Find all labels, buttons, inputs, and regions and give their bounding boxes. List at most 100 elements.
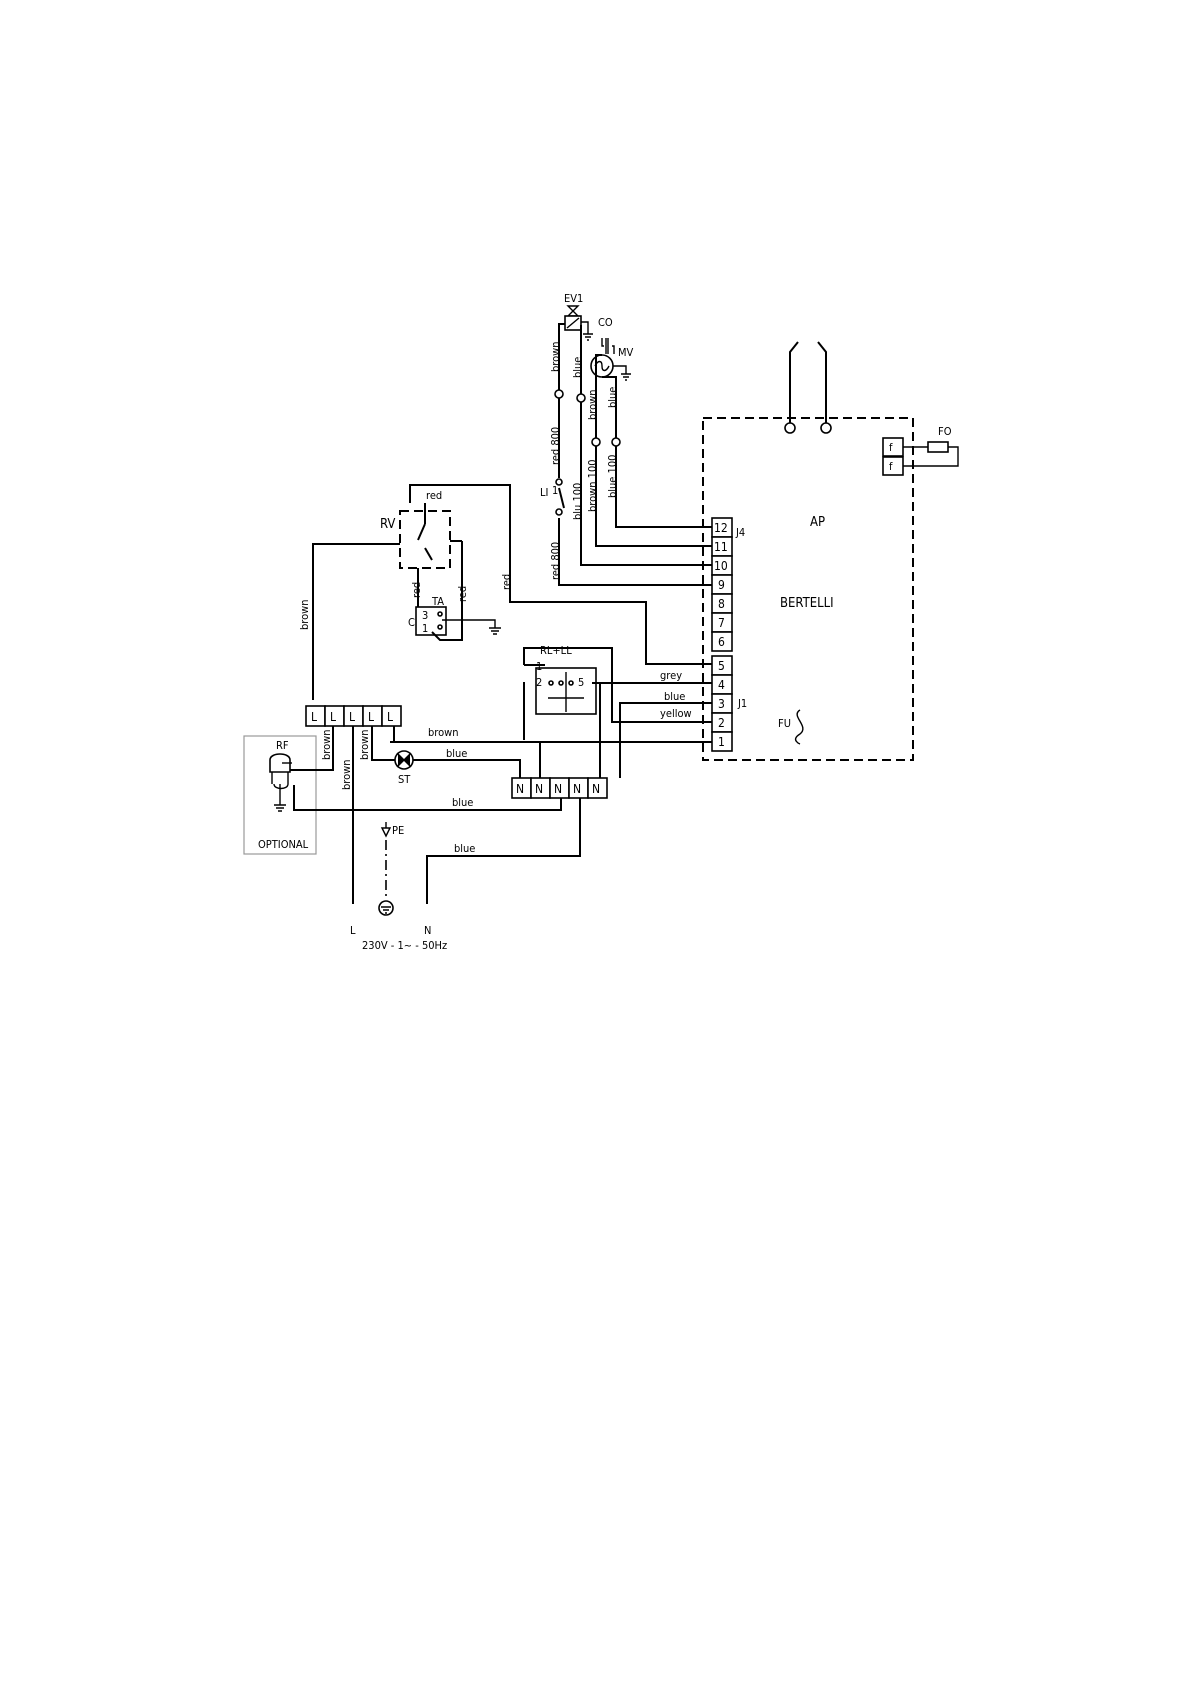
wire-label-red-800-lower: red 800: [549, 542, 562, 580]
wire-label-brown-l: brown: [340, 759, 353, 790]
svg-text:2: 2: [718, 716, 725, 730]
j1-terminal-strip: 5 4 3 2 1 J1: [711, 655, 747, 752]
svg-text:L: L: [387, 710, 393, 724]
rl-pin-1: 1: [536, 660, 542, 673]
wire-label-brown-mv: brown: [586, 389, 599, 420]
wire-label-brown-left: brown: [298, 599, 311, 630]
rl-pin-2: 2: [536, 676, 542, 689]
supply-label: 230V - 1~ - 50Hz: [362, 939, 447, 952]
rf-ground: [274, 784, 286, 812]
mv-blue-wire: [602, 376, 617, 438]
fo-terminal-2: [882, 456, 904, 476]
li-switch: [558, 487, 565, 528]
wire-label-red-right: red: [500, 574, 513, 590]
wire-label-red-top: red: [426, 489, 442, 502]
svg-text:8: 8: [718, 597, 725, 611]
wire-label-grey: grey: [660, 669, 682, 682]
l-terminal-strip: L L L L L: [305, 705, 402, 727]
fu-label: FU: [778, 717, 791, 730]
blue-100-wire: [615, 446, 712, 528]
optional-label: OPTIONAL: [258, 838, 309, 851]
ap-label: AP: [810, 515, 825, 530]
svg-text:L: L: [349, 710, 355, 724]
brown-100-wire: [595, 446, 712, 547]
rl-ll-label: RL+LL: [540, 644, 572, 657]
wire-label-blue-j1: blue: [664, 690, 685, 703]
wire-label-blue-st: blue: [446, 747, 467, 760]
red-wire-rv-ta-right: [431, 541, 463, 641]
ap-control-box: [702, 417, 914, 761]
wire-label-blue-rf: blue: [452, 796, 473, 809]
li-label: LI: [540, 486, 548, 499]
rf-brown-wire: [290, 726, 334, 771]
rv-label: RV: [380, 517, 395, 532]
svg-text:7: 7: [718, 616, 725, 630]
ta-pin-c: C: [408, 616, 415, 629]
co-capacitor: CO: [598, 316, 615, 354]
bertelli-label: BERTELLI: [780, 596, 834, 611]
pe-label: PE: [392, 824, 404, 837]
wire-label-blue-n: blue: [454, 842, 475, 855]
j4-label: J4: [735, 526, 745, 539]
wire-label-brown-ev1: brown: [549, 341, 562, 372]
wire-label-brown-top: brown: [428, 726, 459, 739]
ta-box: [415, 606, 447, 636]
svg-text:5: 5: [718, 659, 725, 673]
wire-label-brown-rf: brown: [320, 729, 333, 760]
svg-text:9: 9: [718, 578, 725, 592]
fo-photocell: f f FO: [882, 425, 959, 476]
j1-label: J1: [737, 697, 747, 710]
svg-text:10: 10: [714, 559, 728, 573]
wire-label-blue-mv: blue: [606, 387, 619, 408]
svg-text:11: 11: [714, 540, 728, 554]
svg-text:N: N: [573, 782, 581, 796]
svg-text:1: 1: [718, 735, 725, 749]
svg-text:3: 3: [718, 697, 725, 711]
supply-n-wire: [426, 798, 581, 904]
ev1-label: EV1: [564, 292, 583, 305]
n-label: N: [424, 924, 431, 937]
ta-pin-1: 1: [422, 622, 428, 635]
mv-label: MV: [618, 346, 634, 359]
fo-label: FO: [938, 425, 952, 438]
n-terminal-strip: N N N N N: [511, 777, 608, 799]
fu-fuse: FU: [778, 709, 804, 745]
svg-text:f: f: [889, 460, 893, 473]
svg-text:N: N: [535, 782, 543, 796]
rl-pin-5: 5: [578, 676, 584, 689]
l-label: L: [350, 924, 356, 937]
fo-terminal-1: [882, 437, 904, 457]
svg-text:N: N: [554, 782, 562, 796]
st-component: [394, 750, 414, 770]
svg-text:12: 12: [714, 521, 728, 535]
co-label: CO: [598, 316, 613, 329]
svg-text:4: 4: [718, 678, 725, 692]
ta-label: TA: [431, 595, 444, 608]
ev1-brown-wire: [558, 323, 565, 390]
rf-device: [269, 753, 292, 790]
rv-contacts: [417, 523, 433, 561]
pe-earth-symbol: [378, 900, 394, 916]
wire-label-blue-ev1: blue: [571, 357, 584, 378]
wire-label-red-ta-right: red: [456, 586, 469, 602]
wire-label-blue-100: blue 100: [606, 455, 619, 498]
mv-brown-wire: [595, 354, 602, 438]
svg-text:L: L: [330, 710, 336, 724]
rf-label: RF: [276, 739, 289, 752]
ev1-valve: EV1: [564, 292, 593, 341]
wire-label-yellow: yellow: [660, 707, 692, 720]
wire-label-red-ta-left: red: [410, 582, 423, 598]
svg-text:N: N: [516, 782, 524, 796]
wire-label-blu-100: blu 100: [571, 483, 584, 520]
red-wire-rv-to-j1-5: [409, 484, 712, 665]
rf-blue-wire: [293, 785, 562, 811]
svg-text:L: L: [368, 710, 374, 724]
li-pin-label: 1: [552, 484, 558, 497]
mv-motor: MV: [590, 346, 634, 381]
st-blue-wire: [371, 726, 521, 778]
ta-pin-3: 3: [422, 609, 428, 622]
ignition-electrodes: [784, 341, 832, 434]
rv-box: [399, 510, 451, 569]
blue-wire-j1-3: [619, 702, 712, 778]
wire-label-brown-100: brown 100: [586, 459, 599, 512]
